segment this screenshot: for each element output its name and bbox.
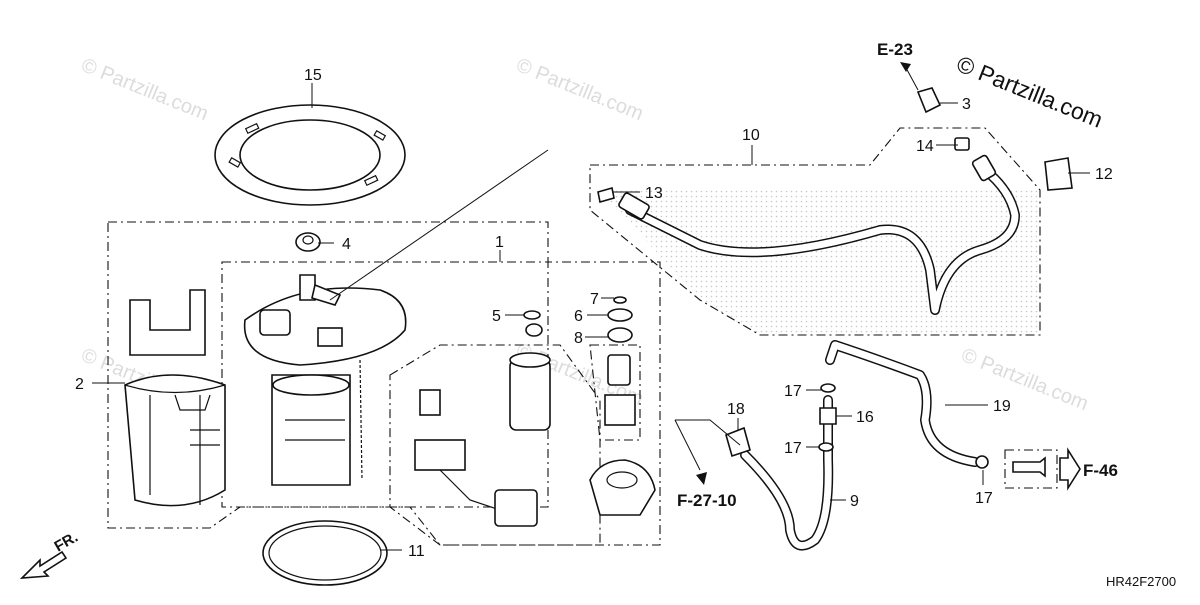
callout-17-a: 17 [784,383,802,400]
callout-14: 14 [916,138,934,155]
callout-13: 13 [645,185,663,202]
o-ring-seals [523,296,633,343]
filter-case [124,289,226,507]
partzilla-brand: © Partzilla.com [953,51,1106,133]
connector-box [1004,449,1058,489]
callouts: 15 4 1 2 5 6 7 8 11 3 14 10 13 12 18 17 … [75,67,1113,560]
hose-joint [954,137,970,151]
f46-arrow [1059,447,1081,491]
tube-clip-b [818,442,834,452]
lock-ring [214,104,406,206]
tank-gasket [262,520,388,586]
drain-hose [740,395,834,551]
callout-16: 16 [856,409,874,426]
fuel-pump-unit [243,274,407,486]
callout-19: 19 [993,398,1011,415]
front-direction-arrow: FR. [19,529,81,579]
front-label: FR. [52,529,81,556]
diagram-code: HR42F2700 [1106,574,1176,589]
pump-unit-box [221,261,549,508]
watermark-2: © Partzilla.com [513,54,646,125]
callout-4: 4 [342,236,351,253]
callout-6: 6 [574,308,583,325]
callout-17-b: 17 [784,440,802,457]
fuel-feed-hose [618,154,1020,315]
leader-lines [92,83,1090,551]
callout-9: 9 [850,493,859,510]
tank-gasket-inner [268,525,382,581]
callout-5: 5 [492,308,501,325]
rubber-grommet [1044,157,1073,191]
tube-clip-c [975,455,989,469]
three-way-joint [819,407,837,425]
dotted-shading [600,190,1040,335]
callout-12: 12 [1095,166,1113,183]
pressure-regulator [604,354,636,426]
callout-1: 1 [495,234,504,251]
ref-f46: F-46 [1083,461,1118,480]
callout-8: 8 [574,330,583,347]
pump-motor [509,352,551,431]
drain-fitting [725,426,751,458]
callout-15: 15 [304,67,322,84]
callout-7: 7 [590,291,599,308]
callout-2: 2 [75,376,84,393]
watermark-5: © Partzilla.com [958,344,1091,415]
ref-f2710: F-27-10 [677,491,737,510]
hose-clamp [916,87,942,114]
hose-clip [597,186,615,204]
callout-17-c: 17 [975,490,993,507]
ref-e23: E-23 [877,40,913,59]
hose-connector [1012,456,1046,478]
callout-10: 10 [742,127,760,144]
section-references: E-23 F-27-10 F-46 [677,40,1118,510]
regulator-box [589,344,641,441]
breather-hose [825,340,980,467]
fuel-level-sender [414,389,538,527]
pump-filter-base [589,459,656,516]
grommet [295,232,321,252]
callout-11: 11 [408,543,425,560]
watermark-1: © Partzilla.com [78,54,211,125]
callout-18: 18 [727,401,745,418]
tube-clip-a [820,383,836,393]
callout-3: 3 [962,96,971,113]
